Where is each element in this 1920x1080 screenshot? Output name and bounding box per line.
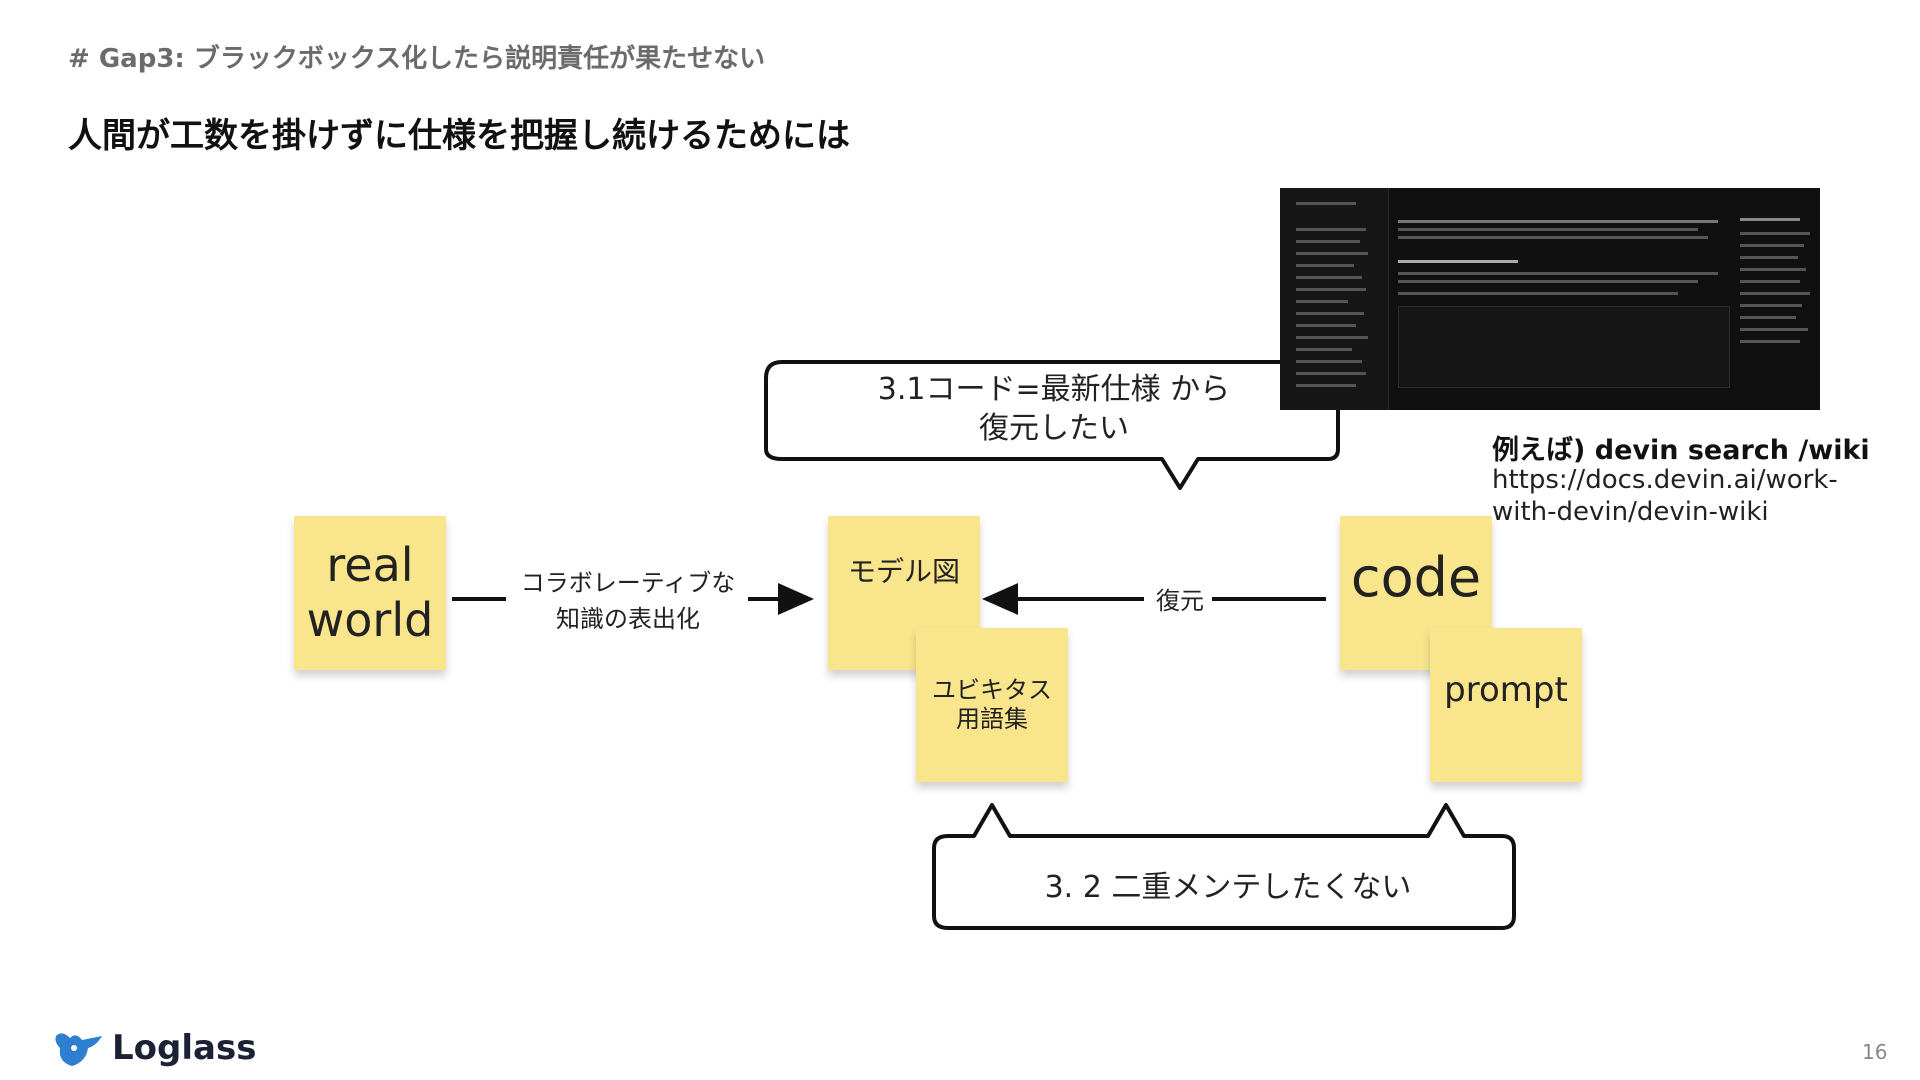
loglass-logo-icon xyxy=(55,1033,102,1066)
speech-bubble-bottom xyxy=(932,803,1516,930)
logo-text: Loglass xyxy=(112,1028,257,1068)
prompt-label: prompt xyxy=(1444,669,1568,710)
bubble-top-text: 3.1コード=最新仕様 から 復元したい xyxy=(774,370,1334,448)
page-number: 16 xyxy=(1862,1040,1888,1064)
thumbnail-sidebar xyxy=(1280,188,1389,410)
section-tag: # Gap3: ブラックボックス化したら説明責任が果たせない xyxy=(68,44,766,74)
sticky-prompt: prompt xyxy=(1430,628,1582,782)
devin-wiki-link[interactable]: https://docs.devin.ai/work-with-devin/de… xyxy=(1492,465,1838,528)
model-label: モデル図 xyxy=(847,555,960,589)
collab-line-2: 知識の表出化 xyxy=(556,605,700,633)
restore-label: 復元 xyxy=(1156,587,1204,615)
sticky-ubiquitous-glossary: ユビキタス 用語集 xyxy=(916,628,1068,782)
collab-line-1: コラボレーティブな xyxy=(520,569,736,597)
thumbnail-diagram xyxy=(1398,306,1730,388)
real-world-line-1: real xyxy=(326,537,414,592)
ubiquitous-line-2: 用語集 xyxy=(956,705,1028,733)
bubble-top-line-2: 復元したい xyxy=(979,411,1129,446)
real-world-line-2: world xyxy=(306,593,434,647)
bubble-top-line-1: 3.1コード=最新仕様 から xyxy=(877,372,1231,407)
sticky-real-world: real world xyxy=(294,516,446,670)
devin-wiki-screenshot xyxy=(1280,188,1820,410)
code-label: code xyxy=(1350,545,1482,609)
example-title: 例えば) devin search /wiki xyxy=(1492,435,1870,466)
ubiquitous-line-1: ユビキタス xyxy=(932,676,1052,705)
slide-title: 人間が工数を掛けずに仕様を把握し続けるためには xyxy=(68,116,850,156)
collab-label: コラボレーティブな 知識の表出化 xyxy=(512,565,744,637)
bubble-bottom-text: 3. 2 二重メンテしたくない xyxy=(1044,870,1412,905)
